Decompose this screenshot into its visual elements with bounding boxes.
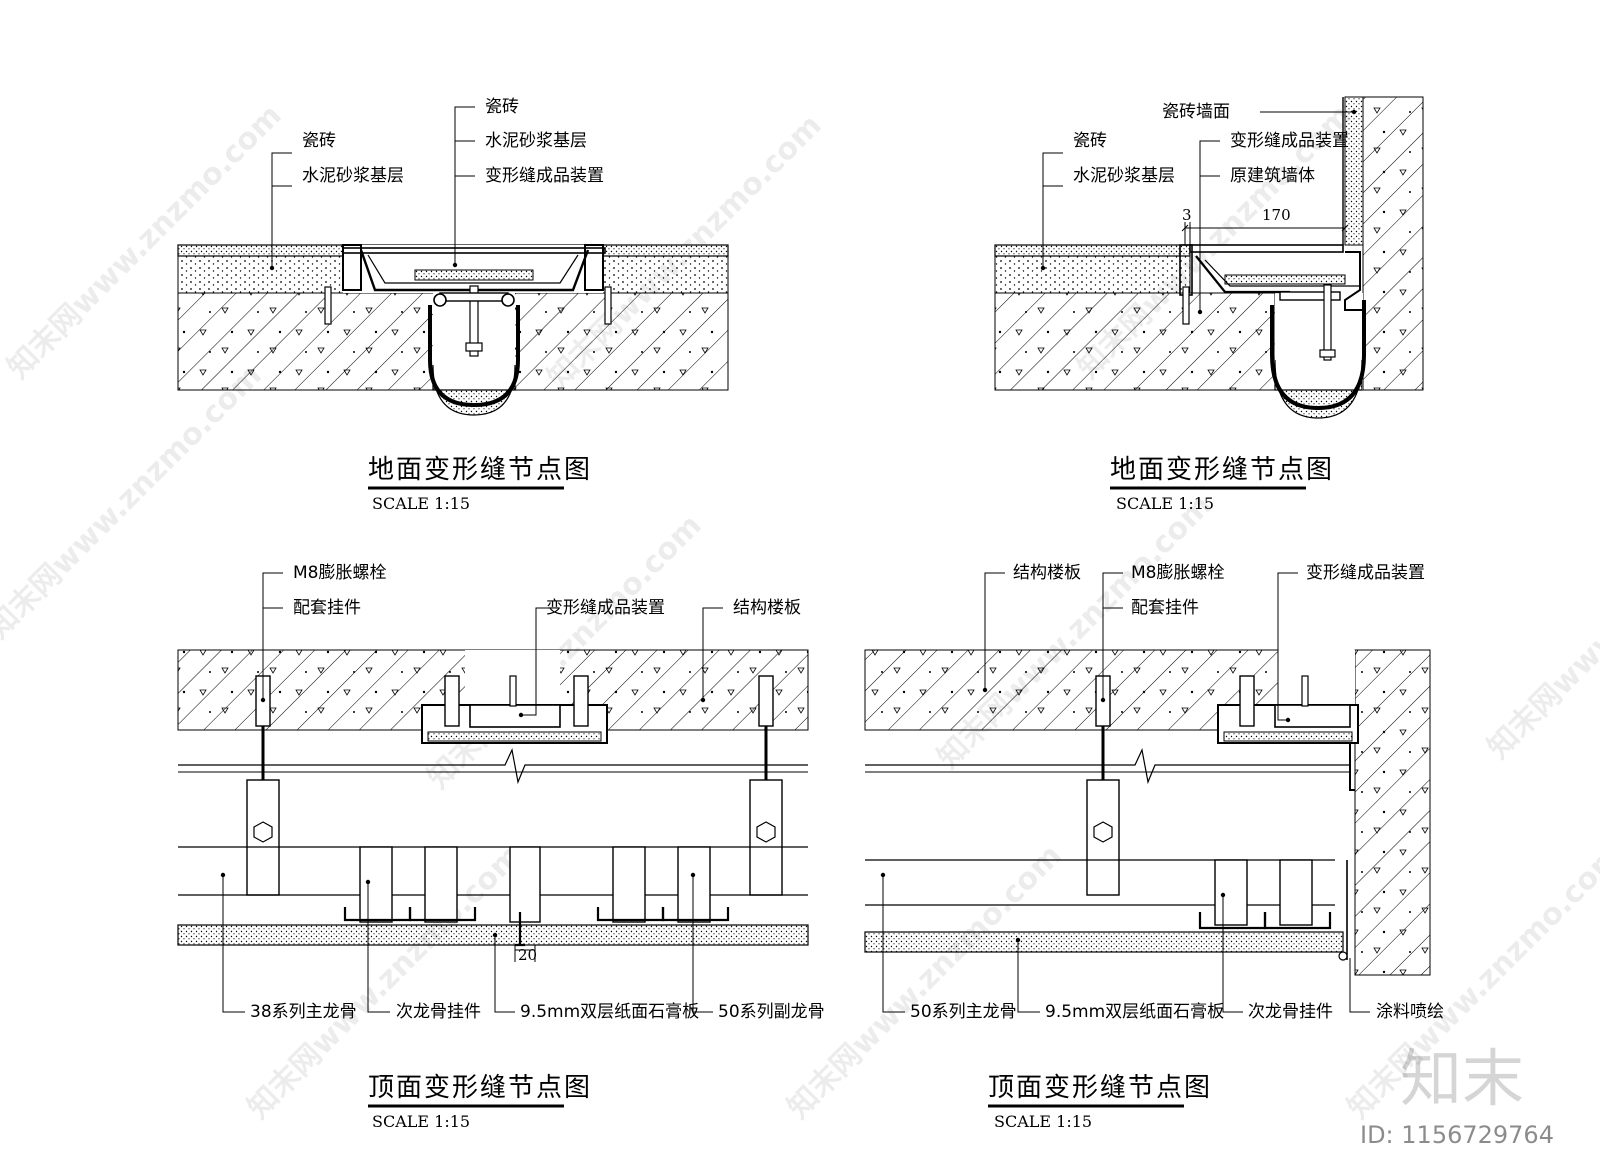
label-tile: 瓷砖: [1073, 131, 1107, 151]
watermark-text: 知末网www.znzmo.com: [931, 488, 1219, 776]
panel-title: 顶面变形缝节点图: [988, 1073, 1212, 1103]
label-gypsum-board: 9.5mm双层纸面石膏板: [520, 1001, 699, 1022]
label-wall-tile: 瓷砖墙面: [1162, 102, 1230, 122]
dimension-gap: 3: [1182, 206, 1192, 224]
label-sub-keel-clip: 次龙骨挂件: [396, 1002, 481, 1022]
label-main-runner: 50系列主龙骨: [910, 1002, 1017, 1022]
label-sub-keel-clip: 次龙骨挂件: [1248, 1002, 1333, 1022]
label-hanger: 配套挂件: [293, 598, 361, 618]
label-joint-device: 变形缝成品装置: [1306, 563, 1425, 583]
label-joint-device: 变形缝成品装置: [546, 598, 665, 618]
label-paint-finish: 涂料喷绘: [1376, 1002, 1444, 1022]
image-id: ID: 1156729764: [1360, 1121, 1554, 1149]
panel-title: 顶面变形缝节点图: [368, 1073, 592, 1103]
panel-title: 地面变形缝节点图: [368, 455, 592, 485]
label-joint-device: 变形缝成品装置: [485, 166, 604, 186]
label-mortar: 水泥砂浆基层: [485, 131, 587, 151]
label-hanger: 配套挂件: [1131, 598, 1199, 618]
scale-label: SCALE 1:15: [1116, 494, 1214, 513]
ceiling-joint-detail-right: 结构楼板 M8膨胀螺栓 配套挂件 变形缝成品装置 50系列主龙骨 9.5mm双层…: [864, 563, 1444, 1131]
label-structural-slab: 结构楼板: [733, 598, 801, 618]
label-existing-wall: 原建筑墙体: [1230, 166, 1315, 186]
panel-title: 地面变形缝节点图: [1110, 455, 1334, 485]
label-gypsum-board: 9.5mm双层纸面石膏板: [1045, 1001, 1224, 1022]
label-tile: 瓷砖: [485, 97, 519, 117]
label-mortar: 水泥砂浆基层: [1073, 166, 1175, 186]
brand-logo: 知末: [1400, 1042, 1524, 1115]
scale-label: SCALE 1:15: [994, 1112, 1092, 1131]
label-mortar: 水泥砂浆基层: [302, 166, 404, 186]
label-structural-slab: 结构楼板: [1013, 563, 1081, 583]
label-expansion-bolt: M8膨胀螺栓: [1131, 563, 1224, 583]
floor-joint-detail-right: 3 170 瓷砖 水泥砂浆基层 瓷砖墙面 变形缝成品装置 原建筑墙体 地面变形缝…: [994, 96, 1424, 513]
label-expansion-bolt: M8膨胀螺栓: [293, 563, 386, 583]
label-joint-device: 变形缝成品装置: [1230, 131, 1349, 151]
label-tile: 瓷砖: [302, 131, 336, 151]
floor-joint-detail-left: 瓷砖 水泥砂浆基层 瓷砖 水泥砂浆基层 变形缝成品装置 地面变形缝节点图 SCA…: [177, 97, 729, 513]
ceiling-joint-detail-left: 20 M8膨胀螺栓 配套挂件 变形缝成品装置 结构楼板 38系列主龙骨 次龙骨挂…: [177, 563, 825, 1131]
label-main-runner: 38系列主龙骨: [250, 1002, 357, 1022]
scale-label: SCALE 1:15: [372, 494, 470, 513]
scale-label: SCALE 1:15: [372, 1112, 470, 1131]
dimension-gap: 20: [518, 946, 537, 964]
label-secondary-runner: 50系列副龙骨: [718, 1002, 825, 1022]
watermark-text: 知末网www.znzmo.com: [0, 358, 269, 646]
dimension-width: 170: [1262, 206, 1291, 224]
watermark-text: 知末网www.znzmo.com: [1481, 478, 1600, 766]
